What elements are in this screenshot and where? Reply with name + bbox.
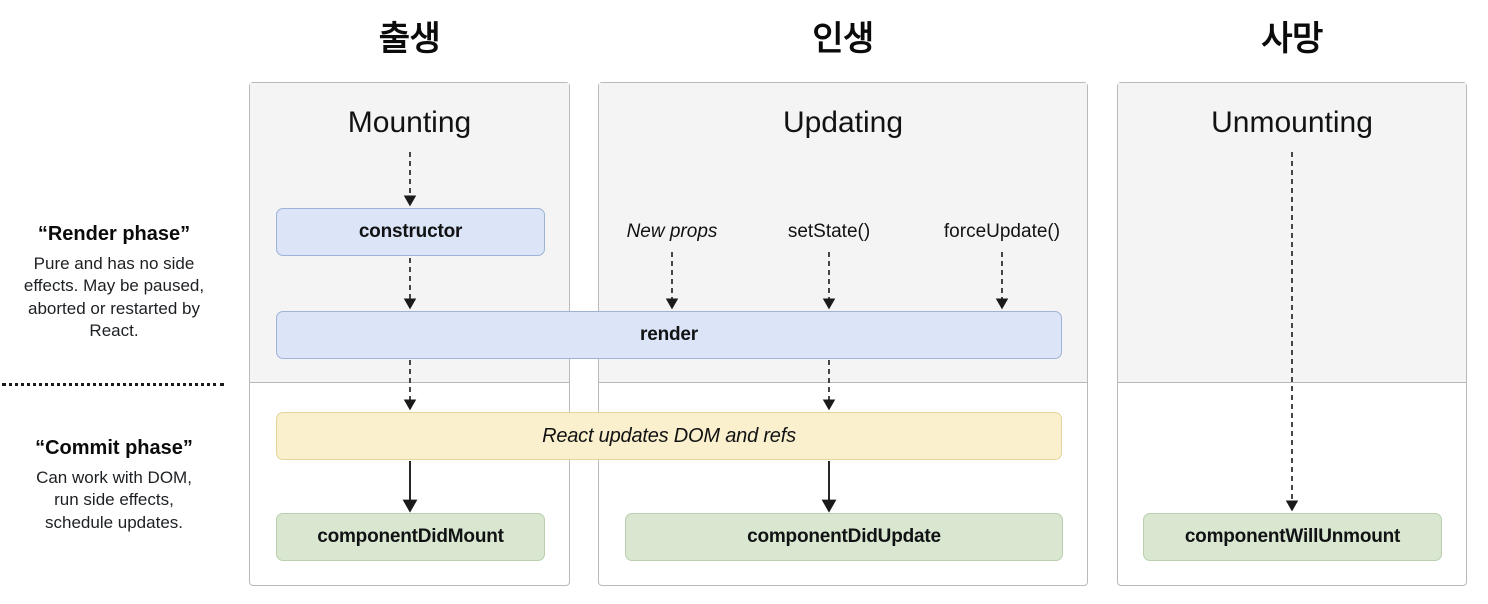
trigger-label-setstate: setState()	[787, 221, 871, 242]
trigger-label-forceupdate: forceUpdate()	[943, 221, 1061, 242]
lifecycle-box-component-did-update[interactable]: componentDidUpdate	[625, 513, 1063, 561]
lifecycle-box-component-did-mount[interactable]: componentDidMount	[276, 513, 545, 561]
panel-title-updating: Updating	[782, 106, 904, 139]
render-phase-description: Pure and has no side effects. May be pau…	[23, 254, 205, 341]
column-header-death: 사망	[1261, 20, 1323, 58]
lifecycle-box-render[interactable]: render	[276, 311, 1062, 359]
commit-phase-description: Can work with DOM, run side effects, sch…	[36, 468, 192, 532]
column-header-birth: 출생	[378, 20, 441, 58]
column-header-life: 인생	[812, 20, 874, 58]
lifecycle-box-constructor[interactable]: constructor	[276, 208, 545, 256]
lifecycle-box-component-will-unmount[interactable]: componentWillUnmount	[1143, 513, 1442, 561]
commit-phase-title: “Commit phase”	[35, 437, 193, 459]
phase-divider-dotted-line	[2, 383, 224, 386]
panel-title-mounting: Mounting	[347, 106, 472, 139]
sidebar-commit-phase: “Commit phase” Can work with DOM, run si…	[0, 436, 228, 534]
render-phase-title: “Render phase”	[37, 223, 191, 245]
lifecycle-box-react-updates-dom-and-refs[interactable]: React updates DOM and refs	[276, 412, 1062, 460]
trigger-label-new-props: New props	[626, 221, 718, 242]
panel-title-unmounting: Unmounting	[1211, 106, 1373, 139]
sidebar-render-phase: “Render phase” Pure and has no side effe…	[0, 222, 228, 343]
panel-unmounting: Unmounting	[1117, 82, 1467, 586]
